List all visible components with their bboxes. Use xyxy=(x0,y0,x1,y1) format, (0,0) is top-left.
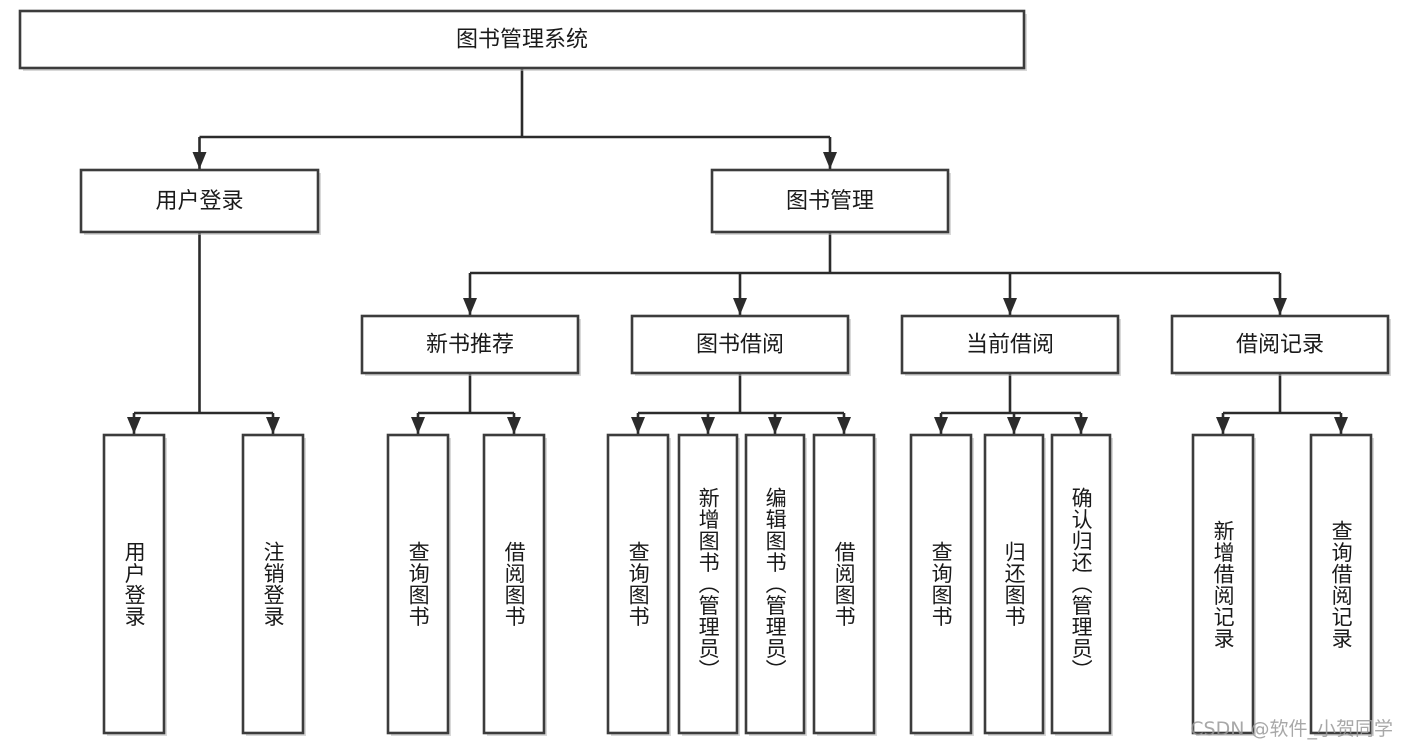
node-borrow-record[interactable] xyxy=(1170,314,1390,375)
arrow-head-icon xyxy=(192,152,207,169)
arrow-head-icon xyxy=(1273,298,1287,315)
arrow-head-icon xyxy=(1007,417,1021,434)
node-leaf-confirm-return[interactable] xyxy=(1050,433,1112,735)
edges-layer xyxy=(127,68,1348,434)
arrow-head-icon xyxy=(1074,417,1088,434)
node-leaf-add-book[interactable] xyxy=(677,433,739,735)
arrow-head-icon xyxy=(631,417,645,434)
arrow-head-icon xyxy=(701,417,715,434)
node-leaf-borrow-book-rec[interactable] xyxy=(482,433,546,735)
arrow-head-icon xyxy=(266,417,280,434)
node-label-root: 图书管理系统 xyxy=(456,28,588,53)
node-leaf-query-book-rec[interactable] xyxy=(386,433,450,735)
node-book-borrow[interactable] xyxy=(630,314,850,375)
arrow-head-icon xyxy=(463,298,477,315)
node-user-login[interactable] xyxy=(79,168,320,234)
arrow-head-icon xyxy=(1334,417,1348,434)
arrow-head-icon xyxy=(837,417,851,434)
arrow-head-icon xyxy=(1216,417,1230,434)
node-leaf-user-login[interactable] xyxy=(102,433,166,735)
node-new-book-rec[interactable] xyxy=(360,314,580,375)
arrow-head-icon xyxy=(768,417,782,434)
node-label-borrow-record: 借阅记录 xyxy=(1236,333,1324,358)
arrow-head-icon xyxy=(934,417,948,434)
arrow-head-icon xyxy=(733,298,747,315)
arrow-head-icon xyxy=(507,417,521,434)
node-label-new-book-rec: 新书推荐 xyxy=(426,333,514,358)
arrow-head-icon xyxy=(411,417,425,434)
node-current-borrow[interactable] xyxy=(900,314,1120,375)
node-label-book-borrow: 图书借阅 xyxy=(696,333,784,358)
node-leaf-query-book-borrow[interactable] xyxy=(606,433,670,735)
arrow-head-icon xyxy=(127,417,141,434)
node-label-book-manage: 图书管理 xyxy=(786,189,874,214)
node-leaf-edit-book[interactable] xyxy=(744,433,806,735)
boxes-layer xyxy=(18,9,1391,736)
node-leaf-logout[interactable] xyxy=(241,433,305,735)
node-leaf-query-record[interactable] xyxy=(1309,433,1373,735)
arrow-head-icon xyxy=(823,152,837,169)
arrow-head-icon xyxy=(1003,298,1017,315)
watermark-text: CSDN @软件_小贺同学 xyxy=(1190,718,1393,740)
node-label-user-login: 用户登录 xyxy=(155,189,243,214)
node-leaf-add-record[interactable] xyxy=(1191,433,1255,735)
node-root[interactable] xyxy=(18,9,1026,70)
node-book-manage[interactable] xyxy=(710,168,950,234)
node-leaf-borrow-book[interactable] xyxy=(812,433,876,735)
node-leaf-return-book[interactable] xyxy=(983,433,1045,735)
node-leaf-query-book-cur[interactable] xyxy=(909,433,973,735)
node-label-current-borrow: 当前借阅 xyxy=(966,333,1054,358)
